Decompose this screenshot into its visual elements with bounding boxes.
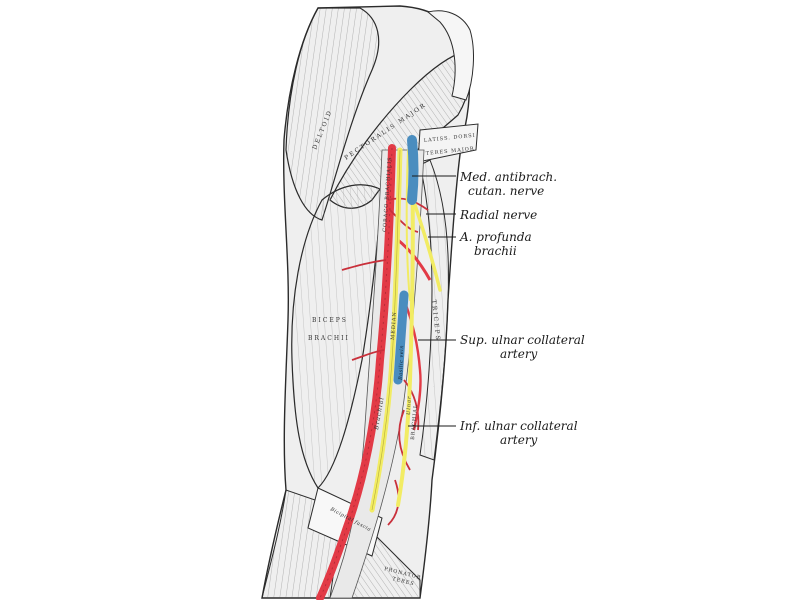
callout-line2: artery (500, 347, 538, 361)
callout-line1: A. profunda (460, 230, 532, 244)
vessel-label-ulnar: Ulnar (406, 395, 413, 415)
callout-line1: Sup. ulnar collateral (460, 333, 585, 347)
profunda-brachii-artery (397, 238, 432, 281)
vessel-label-median: MEDIAN (390, 311, 398, 340)
callout-line2: brachii (474, 244, 517, 258)
muscle-label-biceps-2: BRACHII (308, 335, 350, 342)
triceps-muscle (419, 159, 449, 461)
muscle-label-brachialis: BRACHIAL (410, 404, 419, 441)
muscle-label-pronator-2: TERES (392, 576, 416, 587)
axillary-vein (407, 135, 419, 205)
callout-med-antibrach-cutan-nerve: Med. antibrach. cutan. nerve (460, 170, 557, 198)
vessel-label-basilic: Basilic vein (398, 345, 405, 381)
muscle-label-latissimus: LATISS. DORSI (424, 133, 476, 144)
callout-line2: artery (500, 433, 538, 447)
muscle-label-coraco: CORACO-BRACHIALIS (382, 156, 393, 232)
pectoral-tendon (426, 10, 474, 101)
med-antibrach-cutan-nerve (405, 149, 411, 301)
muscle-label-biceps-1: BICEPS (312, 317, 348, 324)
muscle-label-triceps: TRICEPS (430, 299, 441, 342)
callout-line1: Inf. ulnar collateral (460, 419, 578, 433)
ulnar-nerve (396, 163, 415, 507)
basilic-vein (393, 290, 409, 385)
callout-line1: Radial nerve (460, 208, 538, 222)
leader-lines (408, 175, 456, 427)
muscle-label-teres: TERES MAJOR (426, 146, 475, 157)
callout-radial-nerve: Radial nerve (460, 208, 537, 222)
callout-profunda-brachii: A. profunda brachii (460, 230, 532, 258)
callout-sup-ulnar-collateral: Sup. ulnar collateral artery (460, 333, 585, 361)
brachial-artery (316, 144, 396, 600)
callout-inf-ulnar-collateral: Inf. ulnar collateral artery (460, 419, 578, 447)
callout-line1: Med. antibrach. (460, 170, 558, 184)
callout-line2: cutan. nerve (468, 184, 545, 198)
